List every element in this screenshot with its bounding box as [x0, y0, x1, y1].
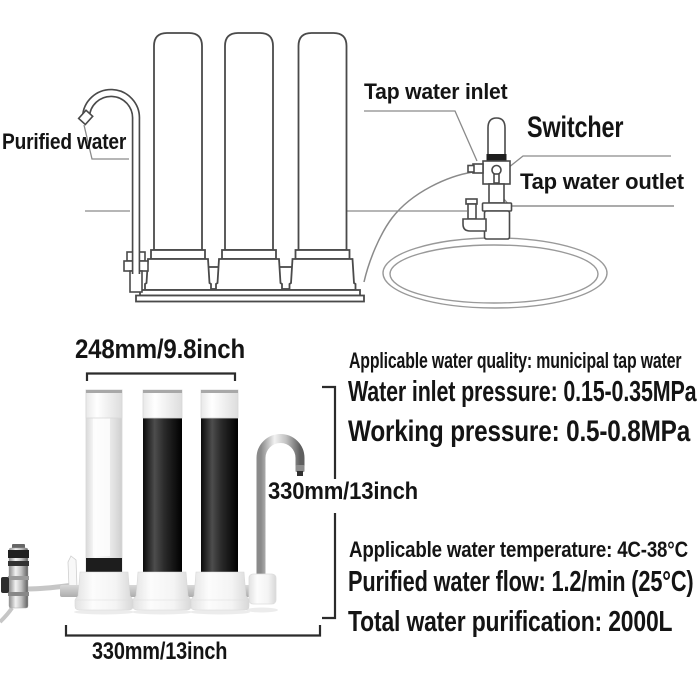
switcher-label: Switcher — [527, 111, 624, 144]
filter-unit-drawing — [135, 32, 365, 303]
spec-inlet-pressure: Water inlet pressure: 0.15-0.35MPa — [348, 376, 697, 408]
purified-water-label: Purified water — [2, 129, 127, 154]
product-faucet — [246, 434, 305, 613]
dimension-height: 330mm/13inch — [268, 478, 418, 505]
spec-purified-flow: Purified water flow: 1.2/min (25°C) — [348, 566, 694, 598]
tap-diverter-valve — [0, 544, 78, 624]
cartridge-black-1 — [142, 389, 183, 576]
spec-water-temperature: Applicable water temperature: 4C-38°C — [349, 537, 688, 562]
dimension-brackets — [64, 372, 337, 637]
inlet-hose-drawing — [363, 171, 474, 283]
switcher-drawing — [462, 117, 513, 240]
product-render — [0, 372, 337, 637]
dimension-bottom-width: 330mm/13inch — [92, 638, 228, 665]
spec-total-purification: Total water purification: 2000L — [348, 606, 673, 638]
spec-water-quality: Applicable water quality: municipal tap … — [349, 348, 682, 373]
tap-water-outlet-label: Tap water outlet — [520, 169, 684, 194]
cartridge-black-2 — [200, 389, 239, 576]
sink-drawing — [382, 237, 608, 309]
cartridge-clear — [85, 389, 123, 577]
faucet-drawing — [77, 88, 149, 293]
dimension-top-width: 248mm/9.8inch — [75, 334, 246, 364]
tap-water-inlet-label: Tap water inlet — [364, 79, 508, 104]
spec-working-pressure: Working pressure: 0.5-0.8MPa — [348, 415, 691, 448]
installation-diagram — [77, 32, 674, 309]
filter-bases — [74, 571, 250, 615]
